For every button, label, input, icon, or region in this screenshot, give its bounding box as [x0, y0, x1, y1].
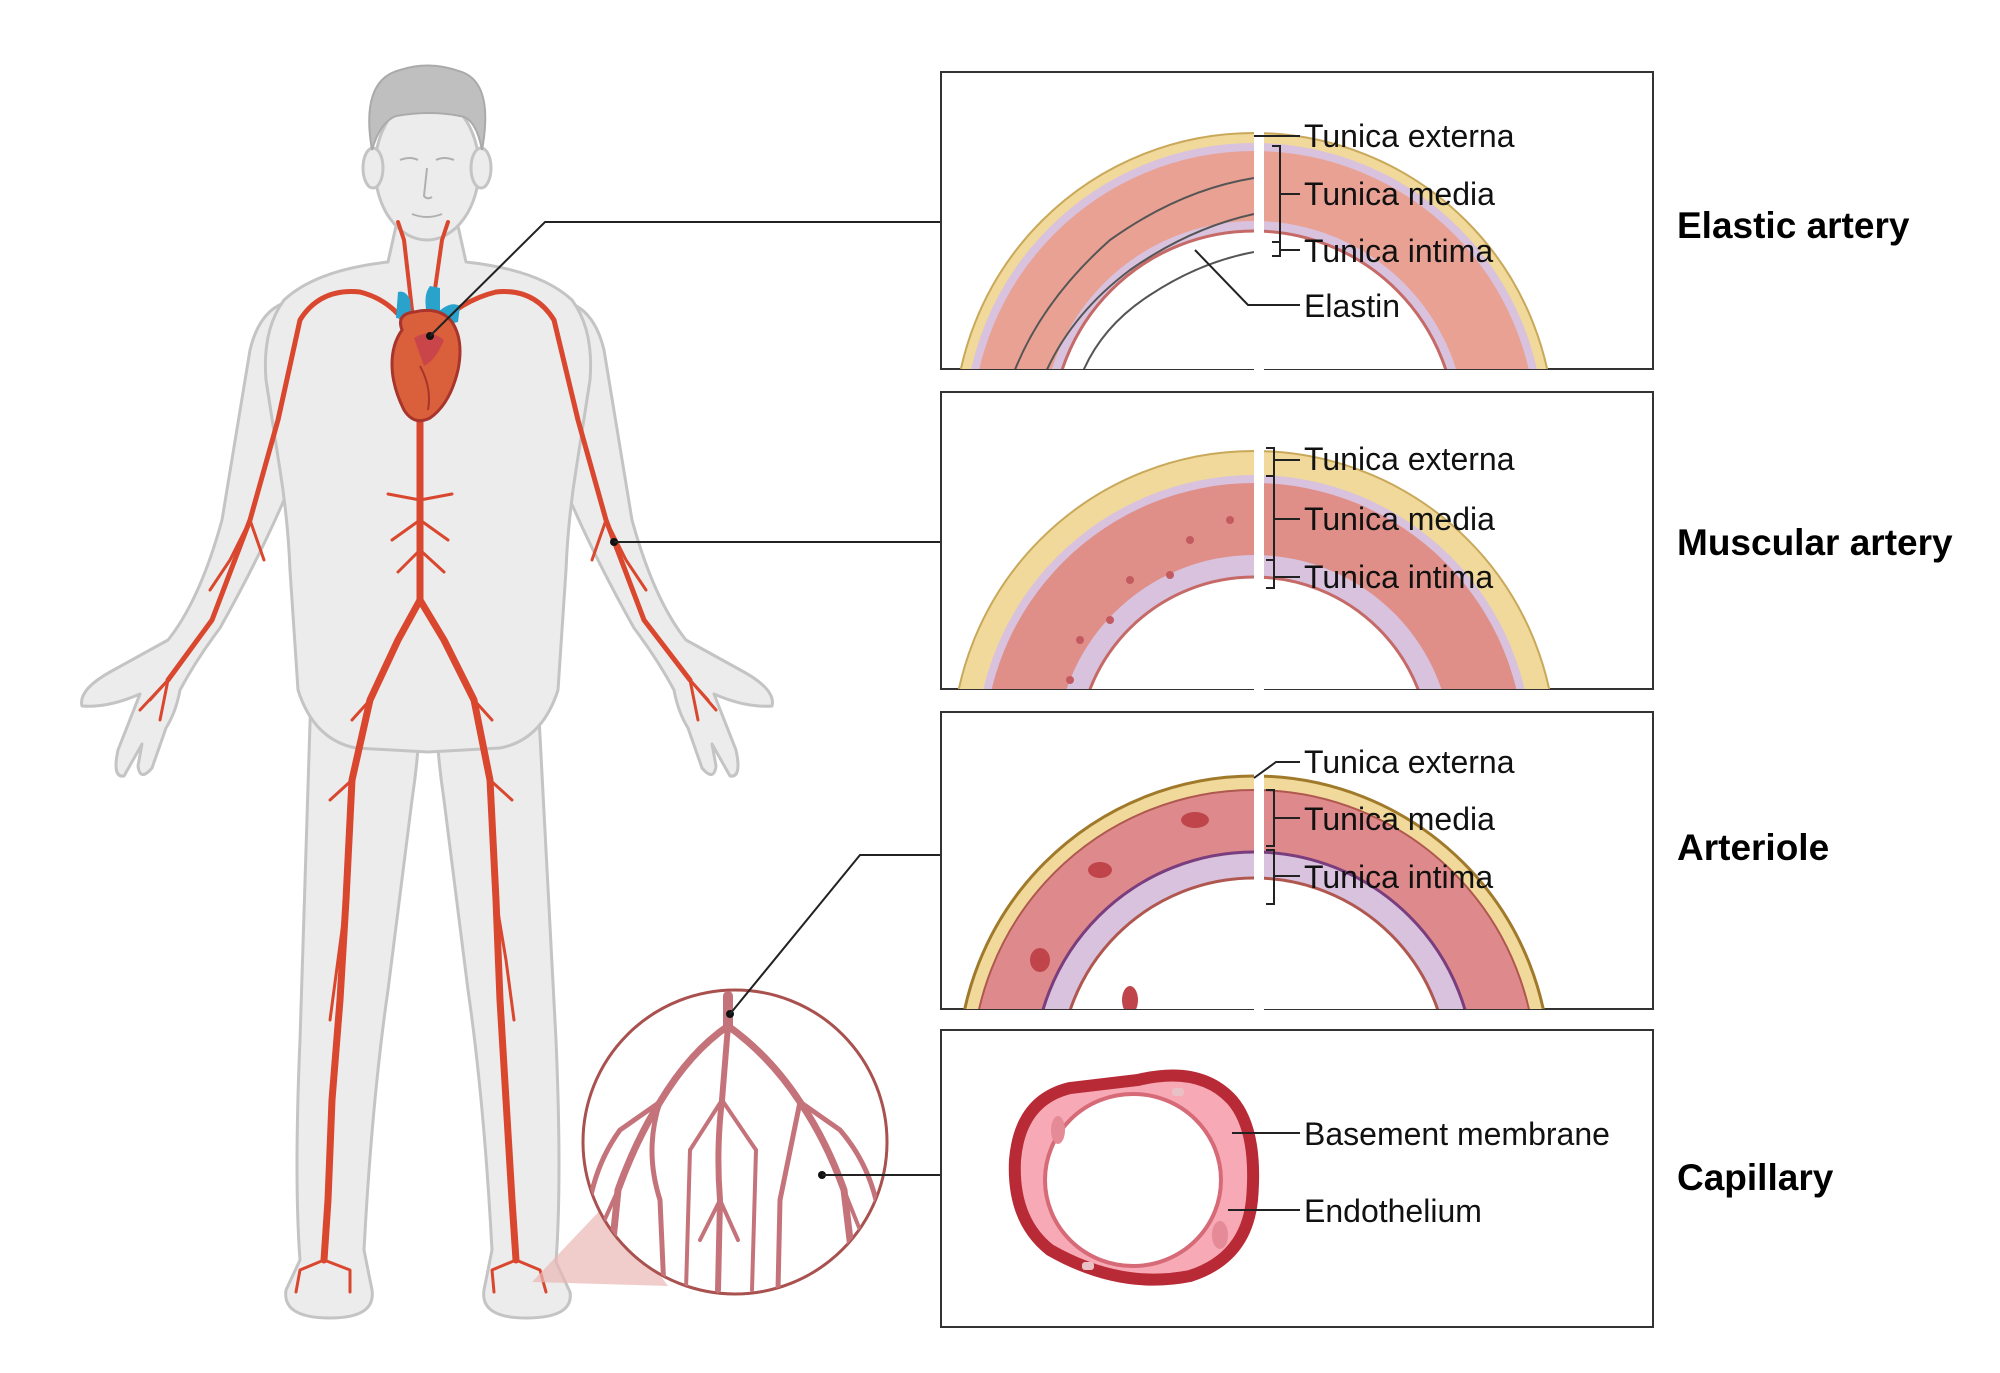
muscular-artery-title: Muscular artery — [1677, 522, 1953, 563]
capillary-bed — [583, 991, 887, 1294]
panel-arteriole: Tunica externa Tunica media Tunica intim… — [940, 711, 1829, 1020]
capillary-leaders — [1228, 1132, 1300, 1211]
human-figure — [80, 64, 889, 1320]
elastic-artery-title: Elastic artery — [1677, 205, 1910, 246]
zoom-wedge — [532, 1202, 668, 1286]
capillary-title: Capillary — [1677, 1157, 1834, 1198]
zoom-circle — [581, 988, 889, 1296]
callout-lines — [429, 221, 941, 1176]
heart — [390, 286, 462, 423]
arteriole-title: Arteriole — [1677, 827, 1829, 868]
body-silhouette — [80, 94, 774, 1320]
panel-elastic-artery: Tunica externa Tunica media Tunica intim… — [940, 71, 1910, 380]
capillary-label-endothelium: Endothelium — [1304, 1193, 1482, 1229]
muscular-label-tunica-externa: Tunica externa — [1304, 441, 1515, 477]
face-details — [399, 157, 455, 218]
elastic-artery-leaders — [1194, 135, 1300, 306]
elastic-label-tunica-intima: Tunica intima — [1304, 233, 1493, 269]
muscular-label-tunica-intima: Tunica intima — [1304, 559, 1493, 595]
arteriole-label-tunica-externa: Tunica externa — [1304, 744, 1515, 780]
hair — [368, 64, 487, 151]
capillary-cross-section — [1008, 1069, 1260, 1286]
panel-muscular-artery: Tunica externa Tunica media Tunica intim… — [940, 391, 1953, 700]
capillary-label-basement-membrane: Basement membrane — [1304, 1116, 1610, 1152]
muscular-artery-leaders — [1266, 447, 1300, 589]
arteriole-label-tunica-media: Tunica media — [1304, 801, 1495, 837]
elastic-label-tunica-externa: Tunica externa — [1304, 118, 1515, 154]
elastic-label-elastin: Elastin — [1304, 288, 1400, 324]
muscular-label-tunica-media: Tunica media — [1304, 501, 1495, 537]
arteriole-label-tunica-intima: Tunica intima — [1304, 859, 1493, 895]
panel-capillary: Basement membrane Endothelium Capillary — [940, 1029, 1834, 1328]
arteriole-leaders — [1253, 761, 1300, 905]
elastic-label-tunica-media: Tunica media — [1304, 176, 1495, 212]
